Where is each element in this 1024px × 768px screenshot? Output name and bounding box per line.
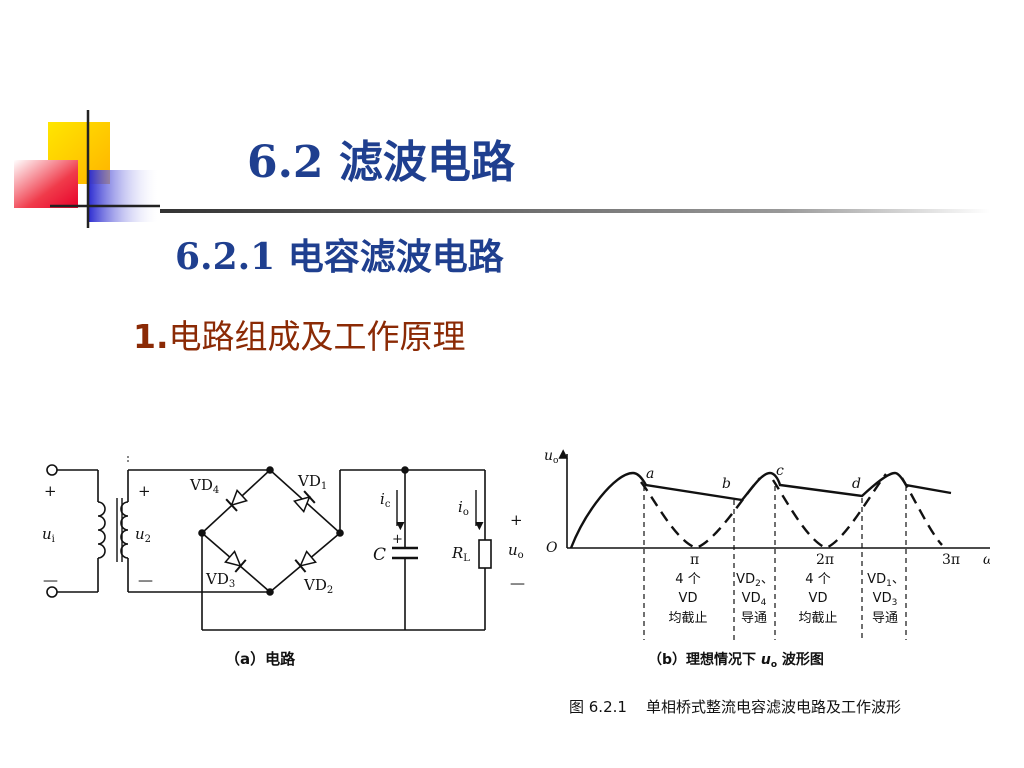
origin-label: O [546,540,558,556]
block2-line3: 导通 [741,611,767,626]
block3-line3: 均截止 [798,611,837,626]
vd2-label: VD2 [303,576,333,596]
block4-line1: VD1、 [867,572,905,589]
vd4-label: VD4 [189,476,219,496]
figure-6-2-1: + — ui + — u2 VD4 VD1 VD3 VD2 ic io + C … [30,440,1001,734]
diode-vd1 [293,490,316,513]
tick-2pi-label: 2π [816,552,834,568]
diode-vd2 [294,550,317,573]
block1-line3: 均截止 [668,611,707,626]
capacitor-label: C [373,545,386,565]
block1-line1: 4 个 [675,572,700,587]
ui-label: ui [42,525,55,545]
tick-3pi-label: 3π [942,552,960,568]
block3-line1: 4 个 [805,572,830,587]
point-d-label: d [852,476,861,492]
deco-red-block [14,160,78,208]
secondary-plus-label: + [138,482,151,500]
tick-pi-label: π [690,552,699,568]
point-c-label: c [776,463,784,479]
block1-line2: VD [679,591,698,606]
input-terminal-top [46,464,58,476]
waveform-chart: uo O ωt a b c d π 2π 3π 4 个 VD 均截止 VD2、 … [544,448,1001,670]
section-text: 电路组成及工作原理 [168,317,466,356]
block4-line2: VD3 [873,591,898,608]
secondary-winding [120,501,129,559]
deco-blue-block [88,170,158,222]
rectified-wave-dashed [640,473,943,550]
y-axis-label: uo [544,448,558,466]
x-axis-label: ωt [983,552,990,568]
secondary-minus-label: — [138,571,153,589]
capacitor-plus-label: + [392,532,403,547]
slide-subtitle: 6.2.1 电容滤波电路 [175,236,504,278]
point-b-label: b [722,476,731,492]
u2-label: u2 [135,525,151,545]
output-plus-label: + [510,511,523,529]
title-underline [160,200,990,213]
rl-label: RL [451,544,470,564]
block2-line1: VD2、 [736,572,774,589]
ic-label: ic [380,490,391,510]
slide-title: 6.2 滤波电路 [247,137,515,188]
vd1-label: VD1 [297,472,327,492]
diode-vd4 [225,489,249,512]
load-resistor [478,539,492,569]
deco-corner [0,0,160,240]
io-label: io [458,498,469,518]
primary-winding [97,501,106,559]
diode-vd3 [224,550,247,573]
block2-line2: VD4 [742,591,767,608]
input-plus-label: + [44,482,57,500]
uo-label: uo [508,541,524,561]
vd3-label: VD3 [205,570,235,590]
section-heading: 1.电路组成及工作原理 [133,310,466,358]
point-a-label: a [646,466,654,482]
circuit-diagram [46,456,492,631]
filtered-output-wave [569,471,952,549]
block4-line3: 导通 [872,611,898,626]
output-minus-label: — [510,574,525,592]
figure-caption: 图 6.2.1 单相桥式整流电容滤波电路及工作波形 [569,698,901,716]
circuit-caption: （a）电路 [225,650,296,668]
section-number: 1. [133,317,169,356]
input-minus-label: — [43,571,58,589]
block3-line2: VD [809,591,828,606]
waveform-caption: （b）理想情况下 uo 波形图 [648,651,824,670]
